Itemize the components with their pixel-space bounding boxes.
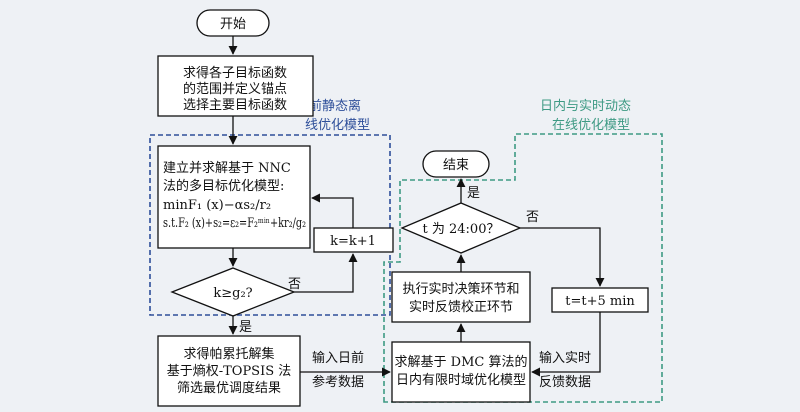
online-region-border [383, 133, 663, 403]
input-realtime-line2: 反馈数据 [539, 375, 591, 390]
start-label: 开始 [220, 17, 246, 32]
edge-k-increment-to-nnc [311, 193, 354, 228]
realtime-line-2: 实时反馈校正环节 [409, 299, 513, 315]
input-dayahead-line2: 参考数据 [312, 374, 364, 390]
nnc-line-1: 建立并求解基于 NNC [163, 161, 291, 176]
objectives-box: 求得各子目标函数 的范围并定义锚点 选择主要目标函数 [157, 55, 314, 117]
edge-decision-no-to-k-increment [294, 253, 358, 293]
edge-t-increment-to-dmc [531, 312, 601, 377]
nnc-equation-1: minF₁ (x)−αs₂/r₂ [163, 198, 271, 213]
edge-label-no-k: 否 [288, 277, 301, 292]
k-decision-diamond: k≥g₂? [170, 267, 296, 317]
edge-t-decision-no-to-t-increment [520, 227, 605, 287]
nnc-model-box: 建立并求解基于 NNC 法的多目标优化模型: minF₁ (x)−αs₂/r₂ … [157, 145, 311, 249]
objectives-line-1: 求得各子目标函数 [183, 65, 287, 81]
realtime-box: 执行实时决策环节和 实时反馈校正环节 [391, 271, 531, 323]
input-dayahead-line1: 输入日前 [312, 350, 364, 366]
t-increment-label: t=t+5 min [565, 294, 635, 309]
online-region-label-line1: 日内与实时动态 [540, 98, 631, 114]
pareto-line-3: 筛选最优调度结果 [177, 380, 281, 396]
online-region-label-line2: 在线优化模型 [552, 118, 630, 133]
dmc-line-2: 日内有限时域优化模型 [396, 372, 526, 388]
objectives-line-2: 的范围并定义锚点 [183, 81, 287, 97]
edge-label-yes-t: 是 [467, 186, 480, 201]
t-increment-box: t=t+5 min [551, 287, 649, 313]
k-increment-box: k=k+1 [313, 227, 394, 253]
nnc-line-2: 法的多目标优化模型: [163, 178, 284, 194]
pareto-line-1: 求得帕累托解集 [183, 346, 274, 362]
end-label: 结束 [443, 158, 469, 173]
dmc-box: 求解基于 DMC 算法的 日内有限时域优化模型 [391, 341, 531, 403]
nnc-equation-2: s.t.F₂ (x)+s₂=ε₂=F₂ᵐⁱⁿ+kr₂/g₂ [163, 216, 306, 231]
offline-region-border [149, 134, 391, 316]
k-increment-label: k=k+1 [330, 234, 376, 249]
edge-label-yes-k: 是 [239, 320, 252, 335]
dmc-line-1: 求解基于 DMC 算法的 [395, 354, 528, 370]
input-realtime-line1: 输入实时 [539, 350, 591, 366]
pareto-box: 求得帕累托解集 基于熵权-TOPSIS 法 筛选最优调度结果 [157, 335, 301, 407]
start-node: 开始 [196, 9, 270, 37]
edge-label-no-t: 否 [526, 210, 539, 225]
pareto-line-2: 基于熵权-TOPSIS 法 [167, 363, 292, 379]
objectives-line-3: 选择主要目标函数 [183, 98, 287, 113]
realtime-line-1: 执行实时决策环节和 [402, 281, 519, 297]
end-node: 结束 [422, 150, 490, 178]
t-decision-label: t 为 24:00？ [423, 222, 500, 237]
k-decision-label: k≥g₂? [213, 286, 252, 301]
t-decision-diamond: t 为 24:00？ [400, 202, 522, 254]
offline-region-label-line2: 线优化模型 [305, 118, 370, 133]
